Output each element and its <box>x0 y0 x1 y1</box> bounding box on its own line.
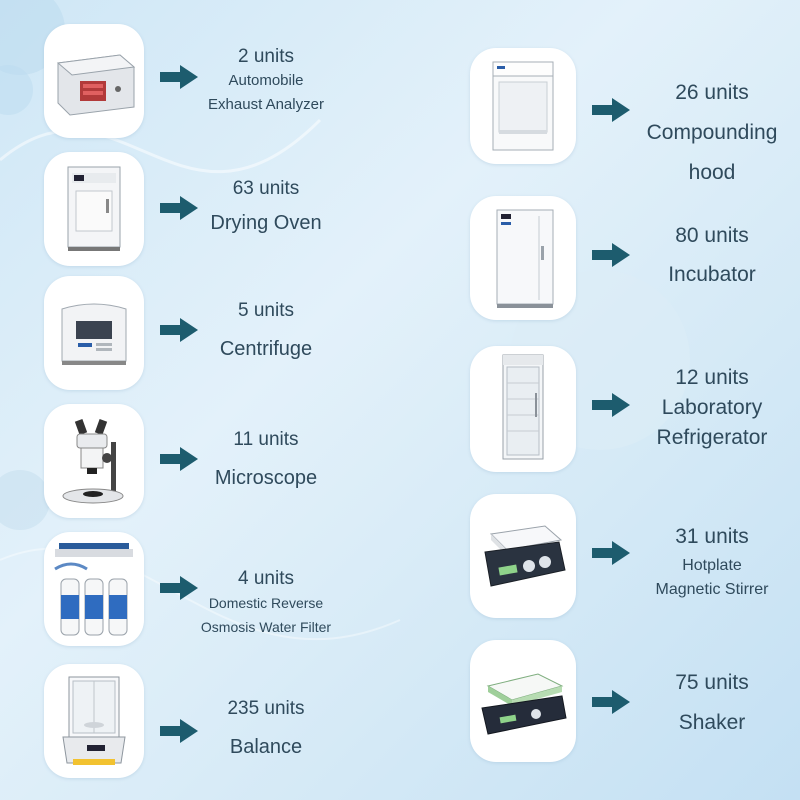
exhaust-analyzer-image <box>44 24 144 138</box>
unit-count: 26 units <box>675 81 749 104</box>
item-name: Automobile <box>228 72 304 89</box>
item-name: hood <box>688 161 736 184</box>
item-label: 235 units Balance <box>186 690 346 766</box>
item-name: Centrifuge <box>219 338 313 360</box>
item-name: Microscope <box>214 467 318 489</box>
item-name: Drying Oven <box>210 212 322 234</box>
arrow-icon <box>592 243 630 267</box>
item-label: 12 units Laboratory Refrigerator <box>632 362 792 454</box>
unit-count: 31 units <box>675 525 749 548</box>
item-label: 11 units Microscope <box>186 422 346 498</box>
unit-count: 4 units <box>238 568 294 589</box>
item-name: Balance <box>229 736 303 758</box>
water-filter-image <box>44 532 144 646</box>
item-name: Shaker <box>678 711 746 734</box>
drying-oven-image <box>44 152 144 266</box>
unit-count: 63 units <box>232 178 300 199</box>
item-label: 4 units Domestic Reverse Osmosis Water F… <box>186 560 346 646</box>
item-label: 31 units Hotplate Magnetic Stirrer <box>632 516 792 606</box>
item-label: 26 units Compounding hood <box>632 72 792 194</box>
arrow-icon <box>160 196 198 220</box>
unit-count: 235 units <box>227 698 305 719</box>
hotplate-stirrer-image <box>470 494 576 618</box>
item-label: 63 units Drying Oven <box>186 170 346 246</box>
arrow-icon <box>160 318 198 342</box>
item-label: 75 units Shaker <box>632 664 792 744</box>
arrow-icon <box>592 690 630 714</box>
arrow-icon <box>592 98 630 122</box>
item-label: 5 units Centrifuge <box>186 296 346 372</box>
item-name: Exhaust Analyzer <box>208 96 324 113</box>
item-name: Osmosis Water Filter <box>200 619 332 635</box>
arrow-icon <box>592 541 630 565</box>
arrow-icon <box>160 719 198 743</box>
shaker-image <box>470 640 576 762</box>
unit-count: 5 units <box>238 300 294 321</box>
balance-image <box>44 664 144 778</box>
item-label: 2 units Automobile Exhaust Analyzer <box>186 38 346 124</box>
unit-count: 12 units <box>675 366 749 389</box>
item-name: Refrigerator <box>656 426 768 449</box>
arrow-icon <box>592 393 630 417</box>
unit-count: 80 units <box>675 224 749 247</box>
unit-count: 11 units <box>233 429 299 450</box>
item-name: Incubator <box>668 263 756 286</box>
arrow-icon <box>160 576 198 600</box>
incubator-image <box>470 196 576 320</box>
unit-count: 75 units <box>675 671 749 694</box>
unit-count: 2 units <box>238 46 294 67</box>
centrifuge-image <box>44 276 144 390</box>
item-label: 80 units Incubator <box>632 216 792 296</box>
item-name: Laboratory <box>661 396 763 419</box>
item-name: Hotplate <box>682 557 742 574</box>
compounding-hood-image <box>470 48 576 164</box>
microscope-image <box>44 404 144 518</box>
arrow-icon <box>160 65 198 89</box>
item-name: Compounding <box>646 121 778 144</box>
item-name: Domestic Reverse <box>208 595 324 611</box>
item-name: Magnetic Stirrer <box>655 581 769 598</box>
arrow-icon <box>160 447 198 471</box>
refrigerator-image <box>470 346 576 472</box>
